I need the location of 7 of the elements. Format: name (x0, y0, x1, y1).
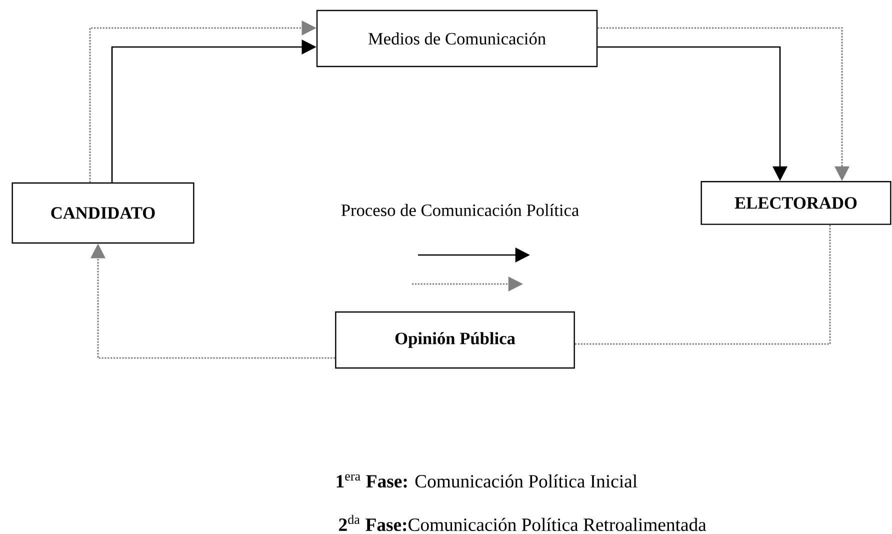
legend-text: 1$^{era}$ Fase: Comunicación Política Inicial (336, 474, 638, 488)
legend-text: 2$^{da}$ Fase:Comunicación Política Retroalimentada (339, 514, 706, 532)
label: Proceso de Comunicación Política (341, 204, 579, 216)
box: Medios de Comunicación (316, 10, 598, 68)
box: CANDIDATO (12, 182, 194, 244)
box: Opinión Pública (335, 311, 575, 369)
box: ELECTORADO (700, 181, 892, 225)
